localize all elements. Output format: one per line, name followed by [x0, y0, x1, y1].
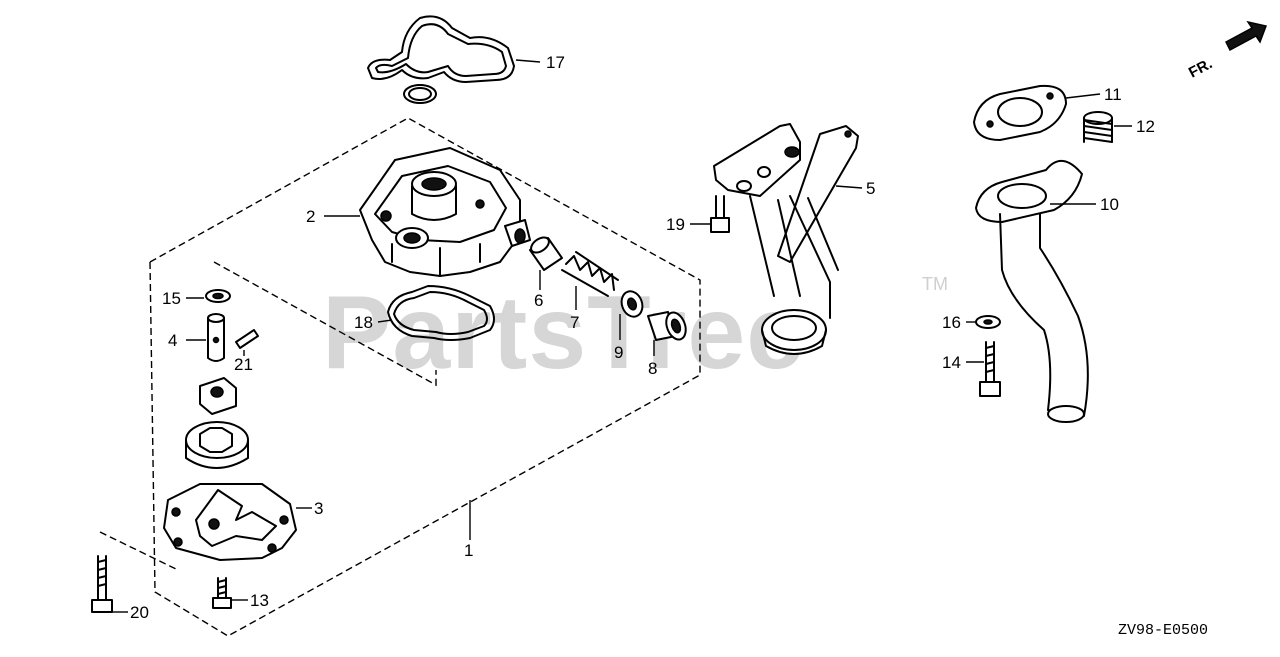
- watermark: PartsTree: [322, 275, 805, 391]
- direction-label: FR.: [1186, 55, 1215, 81]
- part-13-bolt[interactable]: [212, 577, 232, 609]
- callout-5[interactable]: 5: [866, 179, 875, 198]
- part-14-bolt[interactable]: [979, 341, 1001, 397]
- callout-17[interactable]: 17: [546, 53, 565, 72]
- part-16-washer[interactable]: [975, 315, 1001, 329]
- part-17-gasket[interactable]: [367, 15, 515, 104]
- callout-10[interactable]: 10: [1100, 195, 1119, 214]
- callout-15[interactable]: 15: [162, 289, 181, 308]
- part-21-pin[interactable]: [235, 329, 259, 349]
- part-18-gasket[interactable]: [387, 285, 495, 341]
- part-19-bolt[interactable]: [710, 195, 730, 233]
- callout-13[interactable]: 13: [250, 591, 269, 610]
- callout-16[interactable]: 16: [942, 313, 961, 332]
- part-10-pipe[interactable]: [975, 160, 1089, 423]
- part-7-spring[interactable]: [561, 251, 619, 297]
- callout-21[interactable]: 21: [234, 355, 253, 374]
- callout-7[interactable]: 7: [570, 313, 579, 332]
- part-5-strainer[interactable]: [713, 123, 859, 355]
- callout-11[interactable]: 11: [1104, 85, 1122, 104]
- part-12-spring[interactable]: [1083, 111, 1113, 143]
- callout-6[interactable]: 6: [534, 291, 543, 310]
- outer-rotor[interactable]: [185, 421, 249, 469]
- callout-9[interactable]: 9: [614, 343, 623, 362]
- callout-12[interactable]: 12: [1136, 117, 1155, 136]
- part-2-pump-body[interactable]: [359, 147, 531, 277]
- part-6-sleeve[interactable]: [528, 234, 563, 271]
- part-9-washer[interactable]: [618, 288, 646, 319]
- callout-2[interactable]: 2: [306, 207, 315, 226]
- callout-labels: 17 2 6 7 9 8 18 15 4 21 3 1 13 20 5 19 1…: [130, 53, 1155, 622]
- callout-3[interactable]: 3: [314, 499, 323, 518]
- part-4-shaft[interactable]: [207, 313, 225, 362]
- leader-lines: [112, 59, 1132, 613]
- drawing-code: ZV98-E0500: [1118, 622, 1208, 639]
- callout-4[interactable]: 4: [168, 331, 177, 350]
- callout-14[interactable]: 14: [942, 353, 961, 372]
- watermark-trademark: TM: [922, 274, 948, 294]
- part-3-pump-cover[interactable]: [163, 483, 297, 561]
- part-20-bolt[interactable]: [91, 555, 113, 613]
- part-11-gasket[interactable]: [973, 84, 1067, 141]
- callout-18[interactable]: 18: [354, 313, 373, 332]
- part-15-washer[interactable]: [205, 289, 231, 303]
- callout-8[interactable]: 8: [648, 359, 657, 378]
- part-8-plug-bolt[interactable]: [647, 310, 689, 342]
- front-direction-arrow: FR.: [1186, 20, 1268, 82]
- assembly-outline: [99, 117, 701, 637]
- callout-20[interactable]: 20: [130, 603, 149, 622]
- inner-rotor[interactable]: [199, 377, 237, 415]
- callout-19[interactable]: 19: [666, 215, 685, 234]
- callout-1[interactable]: 1: [464, 541, 473, 560]
